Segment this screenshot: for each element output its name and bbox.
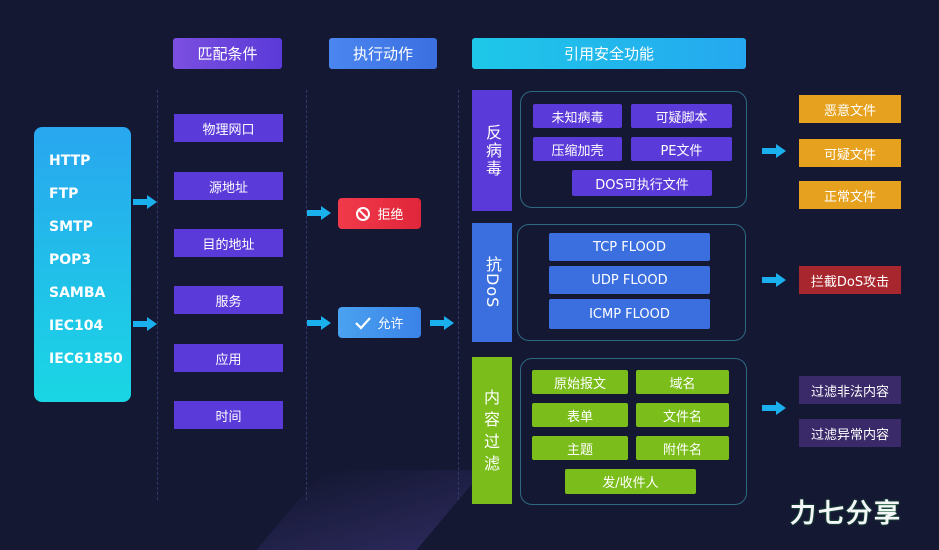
header-security-functions: 引用安全功能	[472, 38, 746, 69]
content-filter-item: 主题	[532, 436, 628, 460]
content-filter-title: 内容过滤	[472, 357, 512, 504]
content-filter-item: 发/收件人	[565, 469, 696, 494]
brand-logo-text: 力七分享	[790, 498, 903, 529]
condition-item: 物理网口	[174, 114, 283, 142]
arrow-right-icon	[762, 401, 786, 415]
content-filter-item: 原始报文	[532, 370, 628, 394]
arrow-right-icon	[133, 195, 157, 209]
content-filter-output: 过滤非法内容	[799, 376, 901, 404]
condition-item: 服务	[174, 286, 283, 314]
antivirus-panel	[520, 91, 747, 208]
anti-dos-panel	[517, 224, 746, 341]
protocol-item: IEC61850	[49, 351, 123, 367]
anti-dos-title: 抗DoS	[472, 223, 512, 342]
arrow-right-icon	[133, 317, 157, 331]
antivirus-output: 恶意文件	[799, 95, 901, 123]
antivirus-item: 未知病毒	[533, 104, 622, 128]
content-filter-item: 表单	[532, 403, 628, 427]
content-filter-item: 附件名	[636, 436, 729, 460]
anti-dos-item: ICMP FLOOD	[549, 299, 710, 329]
header-match-conditions: 匹配条件	[173, 38, 282, 69]
decorative-stripe	[256, 470, 484, 550]
arrow-right-icon	[762, 273, 786, 287]
antivirus-item: 压缩加壳	[533, 137, 622, 161]
antivirus-item: PE文件	[631, 137, 732, 161]
anti-dos-item: TCP FLOOD	[549, 233, 710, 261]
condition-item: 时间	[174, 401, 283, 429]
protocol-item: SMTP	[49, 219, 93, 235]
content-filter-title-text: 内容过滤	[483, 387, 500, 473]
deny-action: 拒绝	[338, 198, 421, 229]
protocol-item: IEC104	[49, 318, 104, 334]
divider-line	[458, 90, 459, 500]
content-filter-output: 过滤异常内容	[799, 419, 901, 447]
brand-logo: 力七分享	[790, 495, 935, 529]
protocol-list: HTTP FTP SMTP POP3 SAMBA IEC104 IEC61850	[34, 127, 131, 402]
arrow-right-icon	[307, 206, 331, 220]
allow-label: 允许	[377, 317, 404, 332]
allow-action: 允许	[338, 307, 421, 338]
header-actions: 执行动作	[329, 38, 437, 69]
antivirus-title-text: 反病毒	[483, 123, 502, 178]
antivirus-output: 正常文件	[799, 181, 901, 209]
divider-line	[306, 90, 307, 500]
protocol-item: FTP	[49, 186, 79, 202]
antivirus-item: 可疑脚本	[631, 104, 732, 128]
anti-dos-output: 拦截DoS攻击	[799, 266, 901, 294]
condition-item: 源地址	[174, 172, 283, 200]
content-filter-item: 文件名	[636, 403, 729, 427]
anti-dos-item: UDP FLOOD	[549, 266, 710, 294]
arrow-right-icon	[307, 316, 331, 330]
check-icon	[355, 316, 372, 330]
condition-item: 应用	[174, 344, 283, 372]
protocol-item: SAMBA	[49, 285, 106, 301]
content-filter-panel	[520, 358, 747, 505]
content-filter-item: 域名	[636, 370, 729, 394]
protocol-item: POP3	[49, 252, 92, 268]
antivirus-item: DOS可执行文件	[572, 170, 712, 196]
anti-dos-title-text: 抗DoS	[483, 256, 502, 309]
condition-item: 目的地址	[174, 229, 283, 257]
antivirus-output: 可疑文件	[799, 139, 901, 167]
divider-line	[157, 90, 158, 500]
block-icon	[356, 206, 371, 221]
protocol-item: HTTP	[49, 153, 91, 169]
arrow-right-icon	[430, 316, 454, 330]
antivirus-title: 反病毒	[472, 90, 512, 211]
arrow-right-icon	[762, 144, 786, 158]
deny-label: 拒绝	[377, 208, 404, 223]
